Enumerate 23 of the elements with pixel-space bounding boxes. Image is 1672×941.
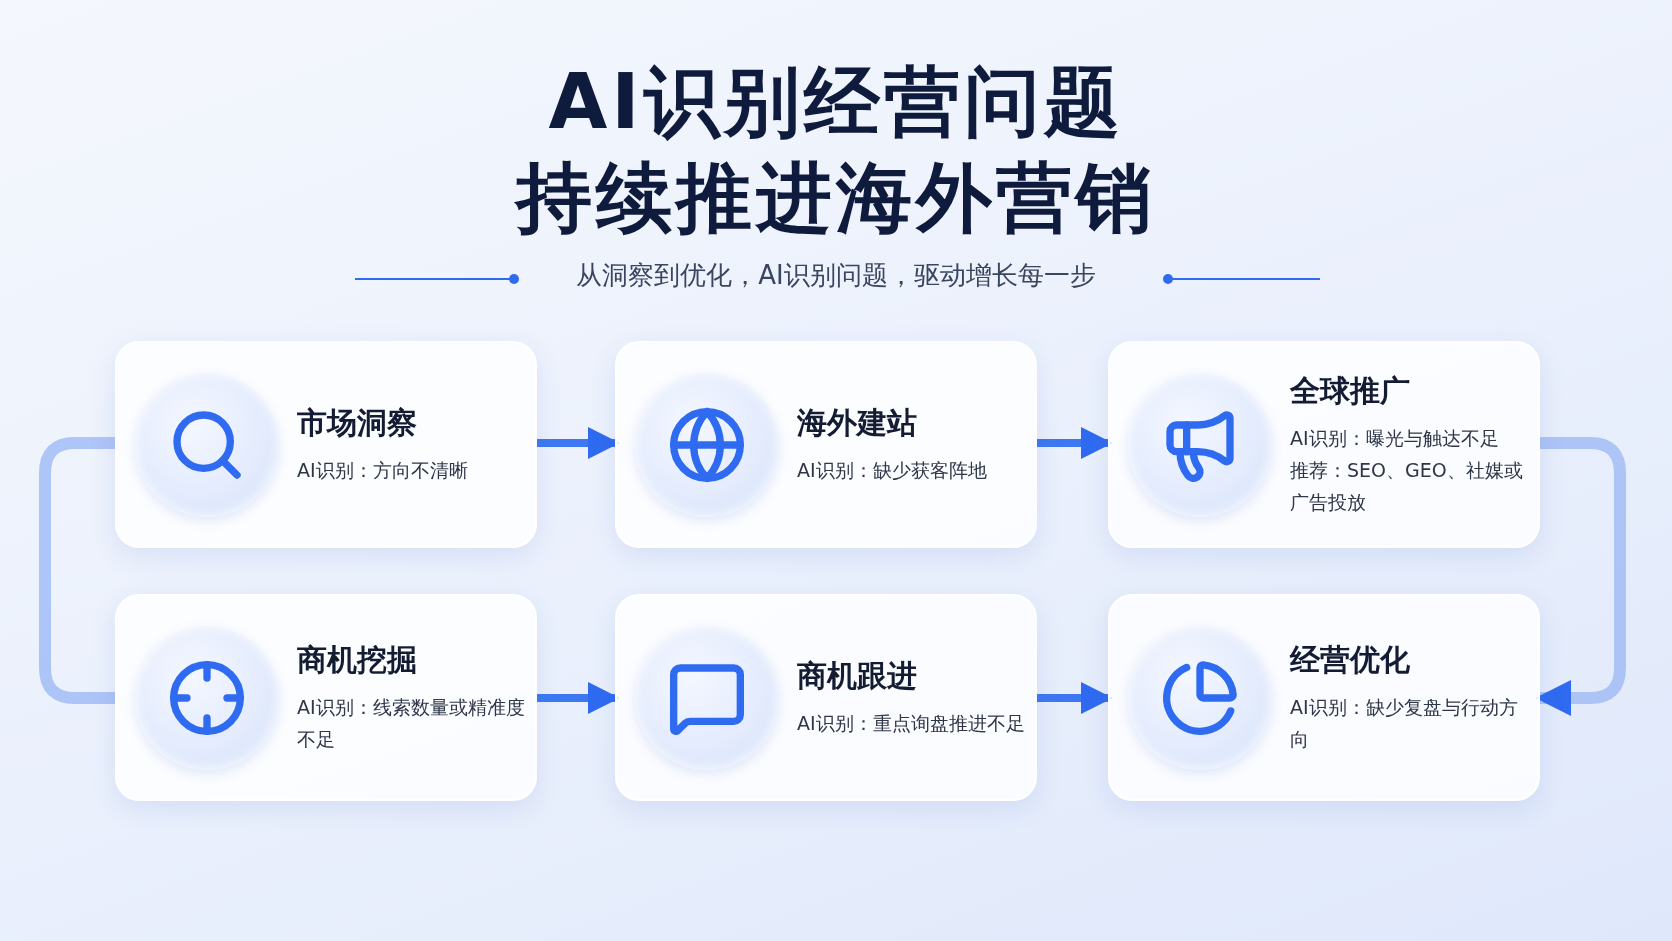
step-card: [615, 341, 1037, 548]
step-card: [1108, 594, 1540, 801]
step-description: AI识别：方向不清晰: [297, 457, 469, 483]
step-description: AI识别：缺少复盘与行动方向: [1290, 694, 1519, 752]
step-description: AI识别：曝光与触达不足: [1290, 425, 1500, 451]
step-title: 经营优化: [1290, 640, 1411, 679]
step-title: 商机跟进: [797, 656, 918, 695]
step-description: 推荐：SEO、GEO、社媒或广告投放: [1290, 457, 1524, 516]
step-card: [115, 341, 537, 548]
step-card: [115, 594, 537, 801]
step-card: [615, 594, 1037, 801]
step-description: AI识别：线索数量或精准度不足: [297, 694, 525, 752]
subtitle: 从洞察到优化，AI识别问题，驱动增长每一步: [576, 260, 1096, 290]
step-card: [1108, 341, 1540, 548]
step-title: 海外建站: [797, 403, 918, 442]
title-second-line: 持续推进海外营销: [516, 153, 1156, 242]
step-title: 全球推广: [1290, 371, 1411, 410]
step-title: 市场洞察: [297, 403, 418, 442]
step-description: AI识别：缺少获客阵地: [797, 457, 988, 483]
step-title: 商机挖掘: [297, 640, 418, 679]
loop-connector: [39, 437, 115, 704]
step-description: AI识别：重点询盘推进不足: [797, 710, 1025, 736]
title: AI识别经营问题: [548, 57, 1124, 146]
